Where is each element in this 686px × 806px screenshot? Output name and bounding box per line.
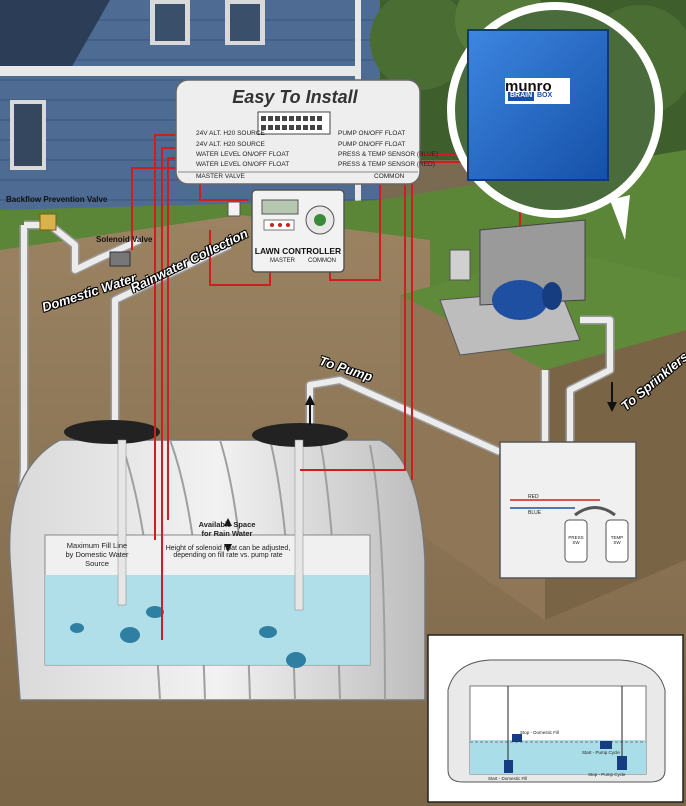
tank (8, 420, 426, 701)
brainbox-zoom (447, 2, 663, 240)
note-line: by Domestic Water (65, 550, 129, 559)
solenoid-label: Solenoid Valve (96, 235, 153, 244)
switch-line: SW (572, 540, 580, 545)
temp-switch-label: TEMP SW (608, 535, 626, 545)
pump-assembly (439, 219, 586, 356)
wire-red-label: RED (528, 494, 539, 500)
lawn-controller-label: LAWN CONTROLLER (254, 246, 342, 256)
note-line: Height of solenoid float can be adjusted… (165, 545, 291, 552)
note-line: for Rain Water (201, 529, 253, 538)
solenoid-height-note: Height of solenoid float can be adjusted… (158, 545, 298, 559)
backflow-valve (39, 213, 57, 231)
note-line: Source (85, 559, 109, 568)
switch-line: TEMP (610, 535, 624, 540)
page-title: Easy To Install (232, 87, 358, 107)
inset-start-pump: Start - Pump Cycle (582, 750, 620, 755)
inset-stop-pump: Stop - Pump Cycle (588, 772, 626, 777)
press-switch-label: PRESS SW (567, 535, 585, 545)
switch-line: SW (613, 540, 621, 545)
brainbox-product-suffix: BOX (537, 92, 553, 99)
terminal-label: WATER LEVEL ON/OFF FLOAT (196, 151, 290, 158)
note-line: Maximum Fill Line (66, 541, 128, 550)
lawn-controller-master: MASTER (270, 258, 296, 264)
wire-blue-label: BLUE (528, 510, 542, 516)
inset-diagram (427, 634, 684, 803)
backflow-label: Backflow Prevention Valve (6, 195, 108, 204)
inset-start-domestic: Start - Domestic Fill (488, 776, 528, 781)
lawn-controller-common: COMMON (308, 258, 336, 264)
terminal-label: PRESS & TEMP SENSOR (RED) (338, 161, 435, 168)
note-line: depending on fill rate vs. pump rate (173, 552, 283, 559)
brainbox-brand: munro (505, 78, 552, 95)
switch-line: PRESS (568, 535, 584, 540)
terminal-label: PUMP ON/OFF FLOAT (338, 141, 406, 148)
note-line: Available Space (198, 520, 256, 529)
solenoid-valve (109, 251, 131, 267)
terminal-label: 24V ALT. H20 SOURCE (196, 130, 265, 137)
available-space-note: Available Space for Rain Water (172, 520, 282, 538)
inset-stop-domestic: Stop - Domestic Fill (520, 730, 560, 735)
terminal-label: 24V ALT. H20 SOURCE (196, 141, 265, 148)
brainbox-product-prefix: BRAIN (510, 92, 533, 99)
terminal-label: PUMP ON/OFF FLOAT (338, 130, 406, 137)
max-fill-note: Maximum Fill Line by Domestic Water Sour… (52, 541, 142, 568)
terminal-label: WATER LEVEL ON/OFF FLOAT (196, 161, 290, 168)
terminal-label: COMMON (374, 173, 405, 180)
terminal-label: MASTER VALVE (196, 173, 245, 180)
flow-arrows (224, 382, 617, 552)
terminal-label: PRESS & TEMP SENSOR (BLUE) (338, 151, 439, 158)
